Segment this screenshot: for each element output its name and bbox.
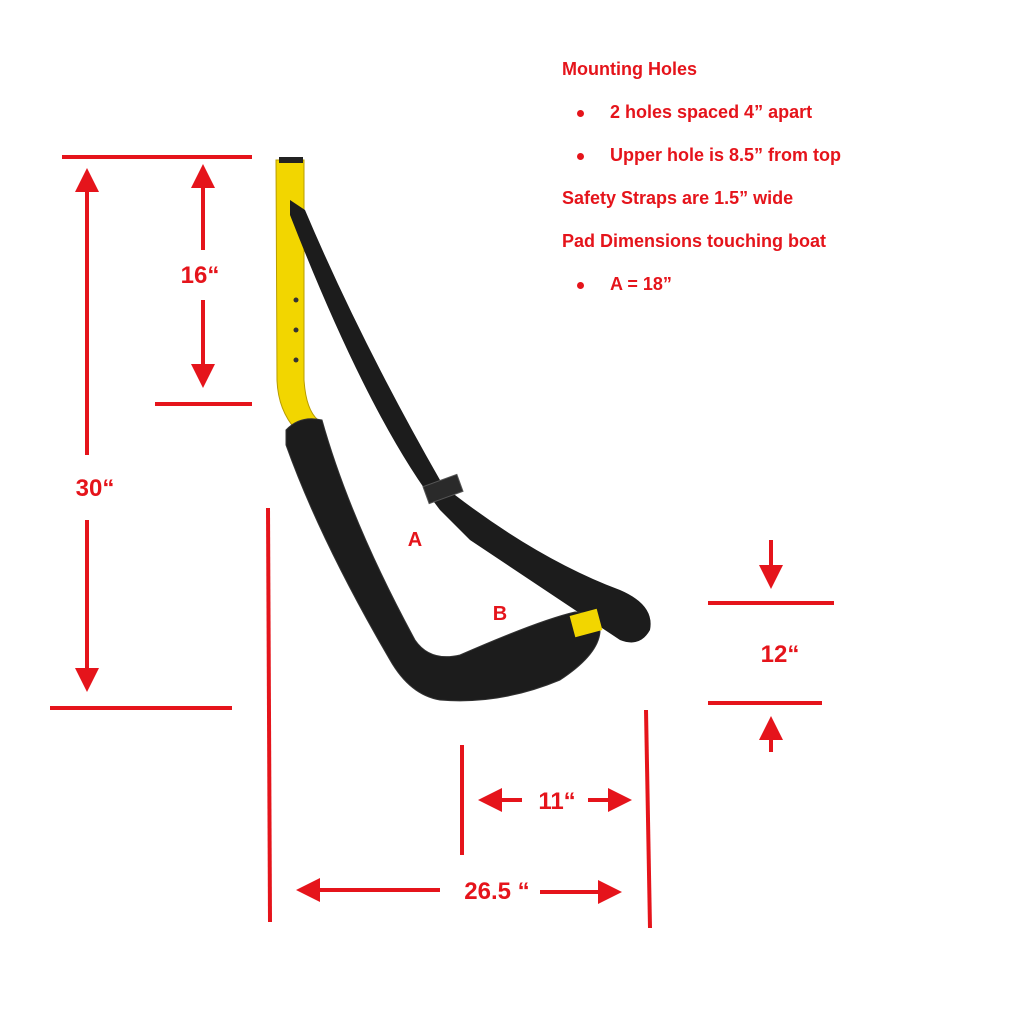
pad-label-b: B (493, 603, 507, 625)
dimension-26-5: 26.5 “ (464, 878, 529, 905)
specifications-notes: Mounting Holes 2 holes spaced 4” apart U… (562, 56, 841, 314)
safety-strap (290, 200, 651, 643)
dimension-lines (50, 155, 834, 929)
bullet-item: A = 18” (562, 271, 841, 314)
yellow-post (275, 159, 319, 431)
yellow-arm-end (569, 608, 603, 638)
dimension-12: 12“ (761, 641, 800, 668)
bullet-dot-icon (577, 281, 584, 289)
dimension-30: 30“ (76, 475, 115, 502)
bullet-item: 2 holes spaced 4” apart (562, 99, 841, 142)
post-cap (279, 157, 303, 163)
dimension-16: 16“ (181, 262, 220, 289)
dimension-11: 11“ (538, 788, 575, 815)
bullet-item: Upper hole is 8.5” from top (562, 142, 841, 185)
strap-buckle (422, 473, 464, 505)
kayak-rack-product (275, 157, 651, 702)
notes-heading: Mounting Holes (562, 59, 697, 79)
pad-heading: Pad Dimensions touching boat (562, 231, 827, 251)
strap-note: Safety Straps are 1.5” wide (562, 188, 794, 208)
bullet-dot-icon (577, 152, 584, 160)
bullet-dot-icon (577, 109, 584, 117)
pad-label-a: A (408, 529, 422, 551)
